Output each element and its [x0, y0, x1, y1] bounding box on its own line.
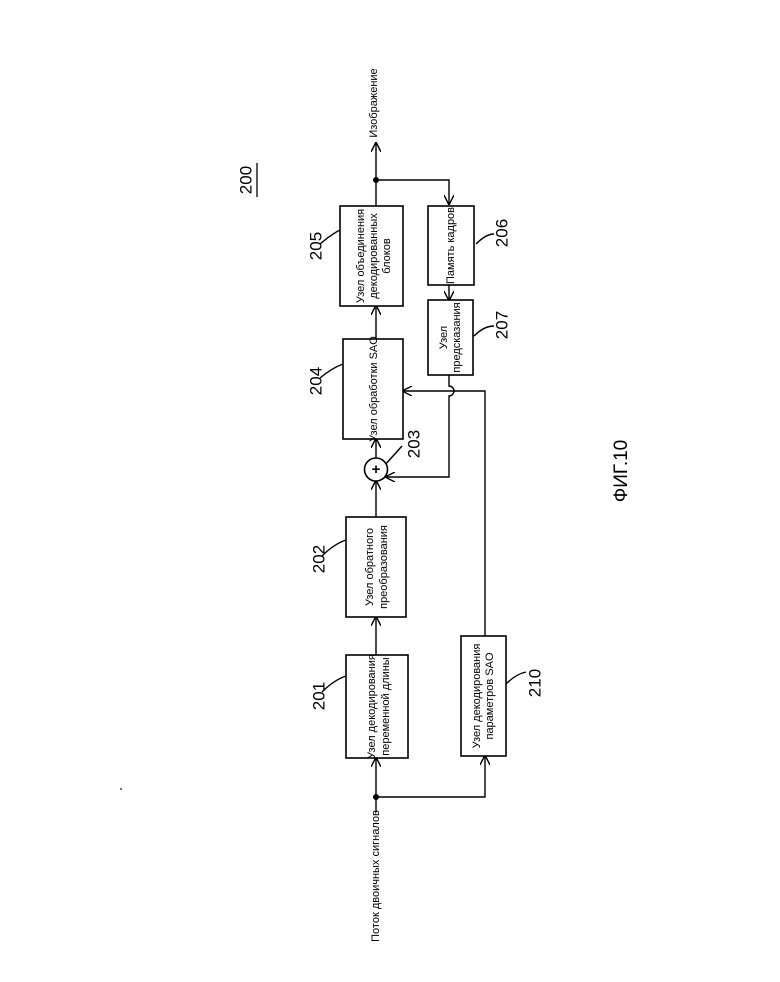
block-207-line2: предсказания — [451, 302, 463, 372]
diagram-ref-number: 200 — [236, 163, 257, 197]
ref-207: 207 — [492, 311, 511, 339]
block-202: Узел обратного преобразования — [346, 517, 406, 617]
ref-202: 202 — [309, 545, 328, 573]
block-206-line1: Память кадров — [445, 207, 457, 284]
block-201-line1: Узел декодирования — [366, 654, 378, 759]
block-201: Узел декодирования переменной длины — [346, 654, 408, 759]
block-201-line2: переменной длины — [380, 657, 392, 756]
ref-210: 210 — [525, 669, 544, 697]
block-205: Узел объединения декодированных блоков — [340, 206, 403, 306]
block-204-line1: Узел обработки SAO — [368, 336, 380, 442]
block-210: Узел декодирования параметров SAO — [461, 636, 506, 756]
block-202-line2: преобразования — [378, 525, 390, 609]
block-205-line1: Узел объединения — [355, 209, 367, 303]
block-206: Память кадров — [428, 206, 474, 285]
leader-207 — [474, 326, 494, 336]
line-210-to-204 — [403, 391, 485, 636]
line-input-to-210 — [376, 756, 485, 797]
ref-205: 205 — [306, 232, 325, 260]
leader-206 — [476, 234, 494, 244]
block-205-line2: декодированных — [368, 213, 380, 299]
line-output-to-206 — [376, 180, 449, 204]
block-210-line2: параметров SAO — [484, 652, 496, 739]
block-205-line3: блоков — [381, 238, 393, 274]
adder-203: + — [365, 458, 388, 481]
diagram-ref-number-text: 200 — [236, 166, 255, 194]
input-label: Поток двоичных сигналов — [370, 810, 382, 942]
block-207-line1: Узел — [438, 326, 450, 349]
ref-206: 206 — [492, 219, 511, 247]
leader-203 — [384, 446, 402, 466]
block-202-line1: Узел обратного — [364, 528, 376, 606]
ref-203: 203 — [404, 430, 423, 458]
block-204: Узел обработки SAO — [343, 336, 403, 442]
ref-201: 201 — [309, 682, 328, 710]
block-207: Узел предсказания — [428, 300, 473, 375]
scan-speck — [120, 788, 122, 790]
block-210-line1: Узел декодирования — [471, 644, 483, 749]
output-label: Изображение — [368, 68, 380, 137]
leader-210 — [506, 672, 526, 684]
ref-204: 204 — [306, 367, 325, 395]
adder-symbol: + — [372, 461, 381, 478]
figure-caption: ФИГ.10 — [611, 440, 632, 502]
